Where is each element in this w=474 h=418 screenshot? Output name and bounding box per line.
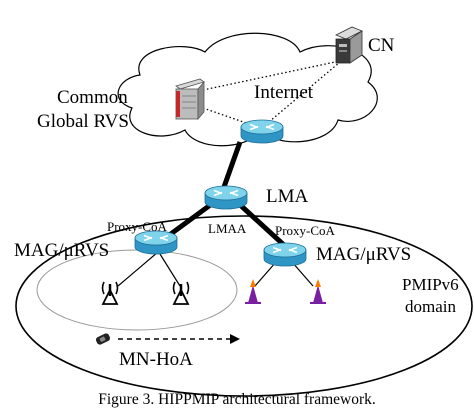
movement-arrow-head <box>230 334 240 344</box>
mag-coverage-area <box>36 249 238 331</box>
mobile-phone-icon <box>95 333 111 345</box>
link-internet-lma <box>221 141 243 188</box>
proxy-coa-right-label: Proxy-CoA <box>275 223 336 238</box>
mag-right-label: MAG/μRVS <box>316 244 411 265</box>
link-mag-right-tower-1 <box>254 261 277 287</box>
link-lma-mag-right <box>236 201 287 248</box>
link-lma-mag-left <box>166 200 215 239</box>
router-icon-lma <box>204 185 248 210</box>
rvs-label-line2: Global RVS <box>37 111 129 132</box>
pmipv6-domain-boundary <box>15 215 473 397</box>
router-icon-mag-right <box>263 242 307 267</box>
radio-tower-icon <box>310 279 326 304</box>
radio-tower-icon <box>245 279 261 304</box>
router-icon-mag-left <box>134 230 178 255</box>
server-icon <box>335 26 363 64</box>
domain-label-line1: PMIPv6 <box>402 275 459 294</box>
rvs-label-line1: Common <box>57 87 128 108</box>
lmaa-label: LMAA <box>208 221 247 236</box>
internet-label: Internet <box>254 82 314 103</box>
dotted-link-rvs-router <box>202 107 253 126</box>
proxy-coa-left-label: Proxy-CoA <box>107 219 168 234</box>
wifi-antenna-icon <box>172 281 190 305</box>
dotted-link-router-cn <box>262 61 341 128</box>
router-icon-internet-gateway <box>240 119 284 144</box>
firewall-icon <box>175 78 205 121</box>
link-mag-left-antenna-2 <box>159 253 181 287</box>
figure-caption: Figure 3. HIPPMIP architectural framewor… <box>98 391 376 408</box>
wifi-antenna-icon <box>101 281 119 305</box>
mobile-node-label: MN-HoA <box>119 349 193 370</box>
lma-label: LMA <box>266 186 309 207</box>
link-mag-right-tower-2 <box>291 261 314 287</box>
cn-label: CN <box>368 35 395 56</box>
mag-left-label: MAG/μRVS <box>14 240 109 261</box>
dotted-link-rvs-cn <box>202 61 336 91</box>
domain-label-line2: domain <box>405 297 456 316</box>
link-mag-left-antenna-1 <box>117 251 159 287</box>
